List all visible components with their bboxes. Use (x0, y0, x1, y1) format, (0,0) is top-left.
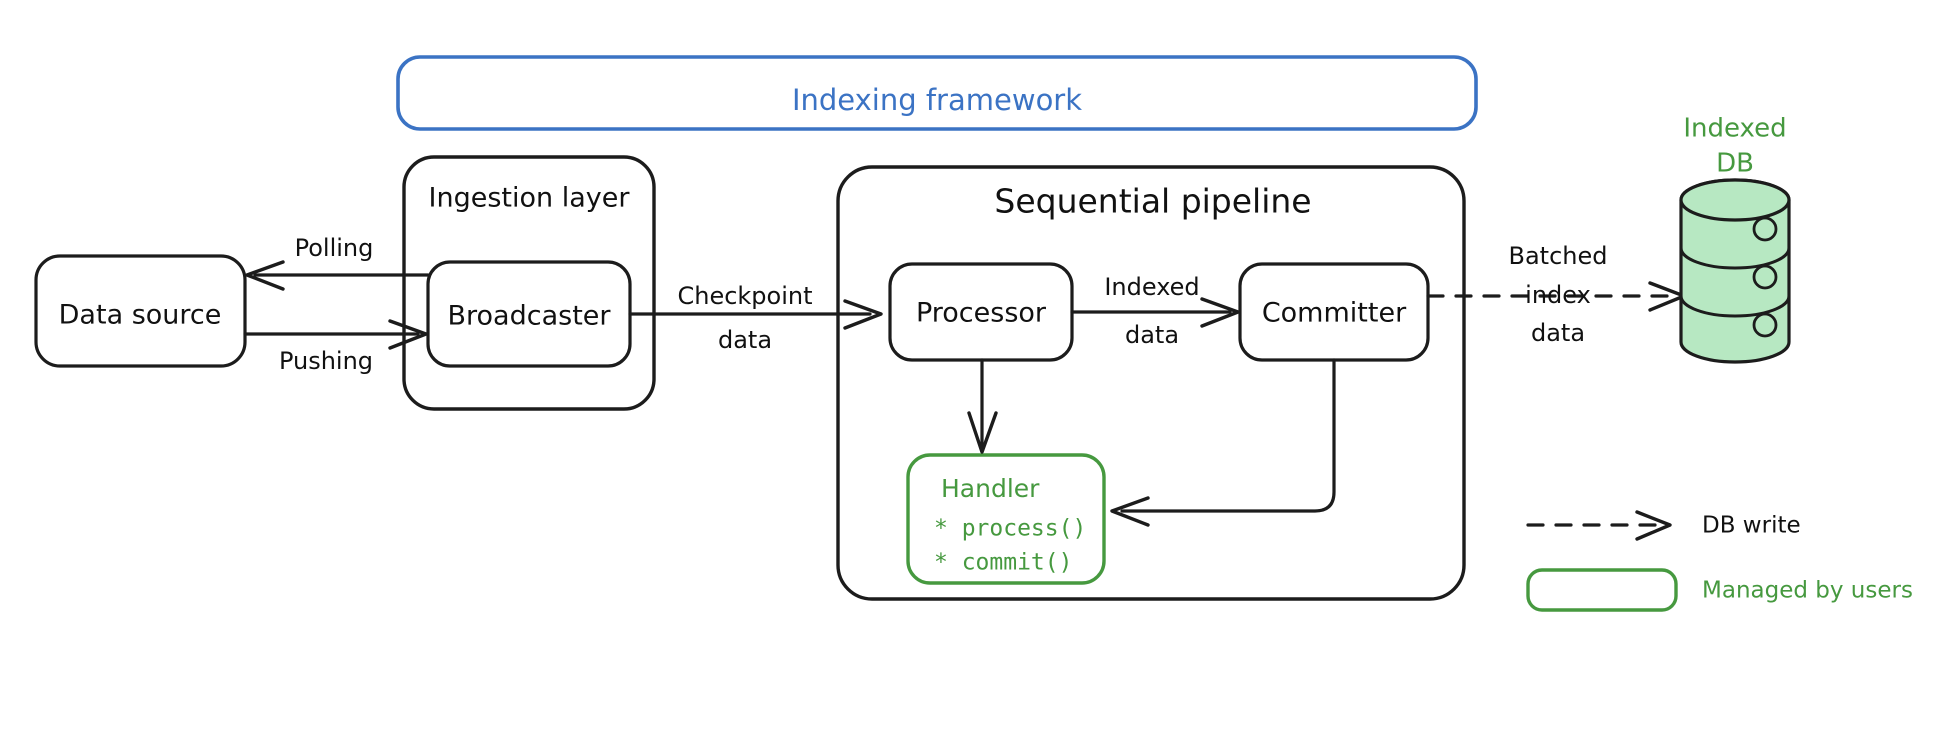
processor-handler-arrowhead (967, 411, 998, 454)
group-ingestion-layer: Ingestion layer Broadcaster (402, 155, 656, 411)
edge-batched-index-data: Batched index data (1426, 242, 1686, 347)
edge-pushing: Pushing (243, 319, 428, 375)
committer-label: Committer (1262, 298, 1407, 329)
checkpoint-data-label-line1: Checkpoint (677, 282, 812, 310)
handler-title: Handler (941, 474, 1040, 503)
sequential-pipeline-label: Sequential pipeline (994, 182, 1311, 221)
edge-polling: Polling (245, 234, 430, 291)
indexed-db-label-line1: Indexed (1683, 114, 1786, 144)
handler-box[interactable] (906, 453, 1106, 585)
db-indicator-dot-3 (1752, 312, 1778, 338)
pushing-label: Pushing (279, 347, 373, 375)
db-divider-2 (1679, 295, 1791, 318)
legend-green-box (1526, 568, 1678, 612)
indexed-data-label-line2: data (1125, 321, 1179, 349)
handler-method-commit: * commit() (934, 550, 1072, 576)
broadcaster-label: Broadcaster (448, 301, 612, 332)
node-processor[interactable]: Processor (888, 262, 1074, 362)
committer-handler-line (1120, 358, 1336, 513)
handler-method-process: * process() (934, 516, 1086, 542)
db-divider-1 (1679, 247, 1791, 270)
indexed-database[interactable]: Indexed DB (1679, 114, 1791, 364)
polling-arrowhead (245, 260, 285, 291)
legend-dashed-arrowhead (1635, 510, 1672, 541)
processor-label: Processor (916, 298, 1047, 329)
node-data-source[interactable]: Data source (34, 254, 247, 368)
batched-index-data-label-line3: data (1531, 319, 1585, 347)
checkpoint-data-label-line2: data (718, 326, 772, 354)
indexed-data-label-line1: Indexed (1104, 273, 1199, 301)
edge-checkpoint-data: Checkpoint data (628, 282, 883, 354)
framework-label: Indexing framework (792, 83, 1082, 117)
group-sequential-pipeline: Sequential pipeline Processor Committer … (836, 165, 1466, 601)
data-source-box[interactable] (34, 254, 247, 368)
pushing-arrowhead (388, 319, 428, 350)
polling-label: Polling (295, 234, 374, 262)
batched-index-data-label-line2: index (1525, 281, 1591, 309)
node-committer[interactable]: Committer (1238, 262, 1430, 362)
legend-managed-by-users-label: Managed by users (1702, 578, 1913, 604)
node-broadcaster[interactable]: Broadcaster (426, 260, 632, 368)
legend-item-db-write: DB write (1526, 510, 1801, 541)
committer-handler-arrowhead (1110, 496, 1150, 527)
legend-item-managed-by-users: Managed by users (1526, 568, 1913, 612)
db-indicator-dot-1 (1752, 216, 1778, 242)
legend: DB write Managed by users (1526, 510, 1913, 612)
edge-committer-handler (1110, 358, 1336, 527)
legend-db-write-label: DB write (1702, 513, 1801, 539)
ingestion-layer-label: Ingestion layer (429, 183, 631, 214)
indexed-data-arrowhead (1200, 297, 1240, 328)
indexing-framework-banner: Indexing framework (396, 55, 1478, 131)
edge-indexed-data: Indexed data (1070, 273, 1240, 349)
framework-box (396, 55, 1478, 131)
batched-index-data-label-line1: Batched (1509, 242, 1608, 270)
indexed-db-label-line2: DB (1716, 149, 1754, 179)
db-cylinder-top (1679, 178, 1791, 222)
checkpoint-data-arrowhead (843, 299, 883, 330)
db-indicator-dot-2 (1752, 264, 1778, 290)
node-handler[interactable]: Handler * process() * commit() (906, 453, 1106, 585)
edge-processor-handler (967, 358, 998, 454)
data-source-label: Data source (59, 300, 222, 331)
